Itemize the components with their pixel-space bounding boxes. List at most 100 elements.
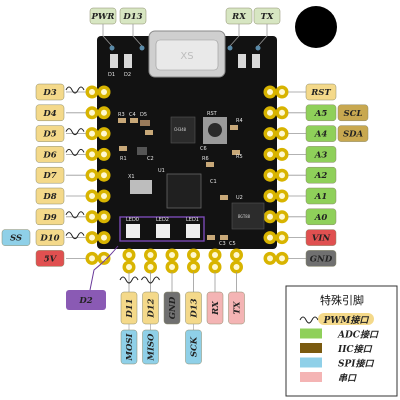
legend-label-pwm: PWM接口 bbox=[323, 315, 370, 326]
bottom-pin-spi-mosi: MOSI bbox=[120, 329, 138, 365]
svg-text:U2: U2 bbox=[236, 195, 243, 201]
left-pin-extra-ss: SS bbox=[1, 229, 31, 246]
svg-text:R6: R6 bbox=[202, 156, 209, 162]
legend-label-iic: IIC接口 bbox=[337, 344, 373, 355]
led-box bbox=[119, 216, 205, 242]
top-pin-tx-text: TX bbox=[261, 12, 274, 22]
silk-rst: RST bbox=[207, 111, 218, 117]
pwm-wave-icon bbox=[65, 232, 85, 240]
svg-text:LED0: LED0 bbox=[126, 217, 139, 223]
right-pin-a2: A2 bbox=[305, 166, 337, 184]
right-pin-a0-text: A0 bbox=[314, 213, 328, 223]
svg-text:C2: C2 bbox=[147, 156, 154, 162]
legend-swatch-serial bbox=[300, 372, 322, 382]
left-pin-extra-ss-text: SS bbox=[10, 234, 22, 244]
top-pin-d13: D13 bbox=[119, 7, 147, 25]
right-pin-a3: A3 bbox=[305, 146, 337, 163]
bottom-pin-rx: RX bbox=[206, 291, 224, 325]
right-pin-gnd-text: GND bbox=[310, 254, 333, 264]
svg-text:LED2: LED2 bbox=[156, 217, 169, 223]
bottom-pin-spi-miso: MISO bbox=[142, 329, 159, 365]
top-pin-pwr-text: PWR bbox=[90, 12, 114, 22]
left-pin-d5-text: D5 bbox=[42, 130, 56, 140]
top-pin-tx: TX bbox=[253, 7, 281, 25]
bottom-pin-spi-sck-text: SCK bbox=[190, 336, 200, 357]
bottom-pin-spi-sck: SCK bbox=[185, 329, 202, 365]
svg-text:LED1: LED1 bbox=[186, 217, 199, 223]
svg-text:CH340: CH340 bbox=[174, 127, 187, 132]
left-pin-d3: D3 bbox=[35, 83, 65, 101]
bottom-pin-gnd-text: GND bbox=[168, 296, 178, 319]
left-pin-d10: D10 bbox=[35, 229, 65, 246]
bottom-pin-spi-miso-text: MISO bbox=[147, 333, 157, 362]
right-pin-a1: A1 bbox=[305, 187, 337, 205]
regulator-chip bbox=[231, 202, 265, 230]
left-pin-d6: D6 bbox=[35, 146, 65, 163]
bottom-pin-d13-text: D13 bbox=[190, 298, 200, 318]
left-pin-d7: D7 bbox=[35, 166, 65, 184]
legend-label-adc: ADC接口 bbox=[337, 330, 379, 341]
left-pin-5v: 5V bbox=[35, 250, 65, 267]
pwm-wave-icon bbox=[65, 128, 85, 136]
left-pin-d8: D8 bbox=[35, 187, 65, 205]
svg-text:C5: C5 bbox=[229, 241, 236, 247]
right-pin-extra-sda: SDA bbox=[337, 125, 369, 142]
bottom-pin-tx-text: TX bbox=[233, 301, 243, 314]
top-pin-pwr: PWR bbox=[89, 7, 117, 25]
svg-text:R1: R1 bbox=[120, 156, 127, 162]
board: XS RST CH340 U1 X1 BGT88 U2 C1 bbox=[85, 30, 289, 274]
right-pin-extra-sda-text: SDA bbox=[343, 130, 364, 140]
svg-text:C4: C4 bbox=[129, 112, 136, 118]
svg-text:R4: R4 bbox=[236, 118, 243, 124]
left-pin-d9: D9 bbox=[35, 208, 65, 226]
svg-text:U1: U1 bbox=[158, 168, 165, 174]
right-pin-vin: VIN bbox=[305, 229, 337, 246]
bottom-pin-rx-text: RX bbox=[211, 301, 221, 316]
d2-label-text: D2 bbox=[78, 296, 92, 306]
right-pin-gnd: GND bbox=[305, 250, 337, 267]
left-pin-d4: D4 bbox=[35, 104, 65, 122]
right-pin-a4-text: A4 bbox=[314, 130, 328, 140]
left-pin-d3-text: D3 bbox=[42, 88, 56, 98]
pwm-wave-icon bbox=[65, 211, 85, 219]
right-pin-a5-text: A5 bbox=[314, 109, 328, 119]
black-dot bbox=[295, 6, 337, 48]
mcu-chip bbox=[166, 173, 202, 209]
bottom-pin-d11: D11 bbox=[120, 291, 138, 325]
right-pin-rst: RST bbox=[305, 83, 337, 101]
pwm-wave-icon bbox=[65, 148, 85, 156]
left-pin-d9-text: D9 bbox=[42, 213, 56, 223]
right-pin-a4: A4 bbox=[305, 125, 337, 142]
top-pin-rx-text: RX bbox=[231, 12, 246, 22]
bottom-pin-gnd: GND bbox=[163, 291, 181, 325]
legend-swatch-iic bbox=[300, 343, 322, 353]
top-pin-rx: RX bbox=[225, 7, 253, 25]
right-pin-a1-text: A1 bbox=[314, 192, 328, 202]
svg-text:R3: R3 bbox=[118, 112, 125, 118]
svg-text:BGT88: BGT88 bbox=[238, 214, 251, 219]
pwm-wave-icon bbox=[119, 276, 139, 284]
right-pin-vin-text: VIN bbox=[312, 234, 332, 244]
crystal bbox=[130, 180, 152, 194]
right-pin-a2-text: A2 bbox=[314, 171, 328, 181]
pwm-wave-icon bbox=[65, 86, 85, 94]
legend-label-serial: 串口 bbox=[338, 373, 357, 384]
bottom-pin-spi-mosi-text: MOSI bbox=[125, 333, 135, 362]
bottom-pin-d12-text: D12 bbox=[147, 298, 157, 318]
right-pin-rst-text: RST bbox=[310, 88, 331, 98]
svg-text:X1: X1 bbox=[128, 174, 135, 180]
bottom-pin-d11-text: D11 bbox=[125, 298, 135, 318]
legend-pwm-icon bbox=[299, 316, 319, 324]
svg-text:R5: R5 bbox=[236, 154, 243, 160]
right-pin-a3-text: A3 bbox=[314, 150, 328, 160]
left-pin-d8-text: D8 bbox=[42, 192, 56, 202]
legend-swatch-adc bbox=[300, 328, 322, 339]
left-pin-d10-text: D10 bbox=[39, 234, 59, 244]
svg-text:C1: C1 bbox=[210, 179, 217, 185]
left-pin-d5: D5 bbox=[35, 125, 65, 142]
legend-title: 特殊引脚 bbox=[320, 293, 364, 307]
right-pin-extra-scl-text: SCL bbox=[344, 109, 363, 119]
svg-text:D1: D1 bbox=[108, 72, 115, 78]
